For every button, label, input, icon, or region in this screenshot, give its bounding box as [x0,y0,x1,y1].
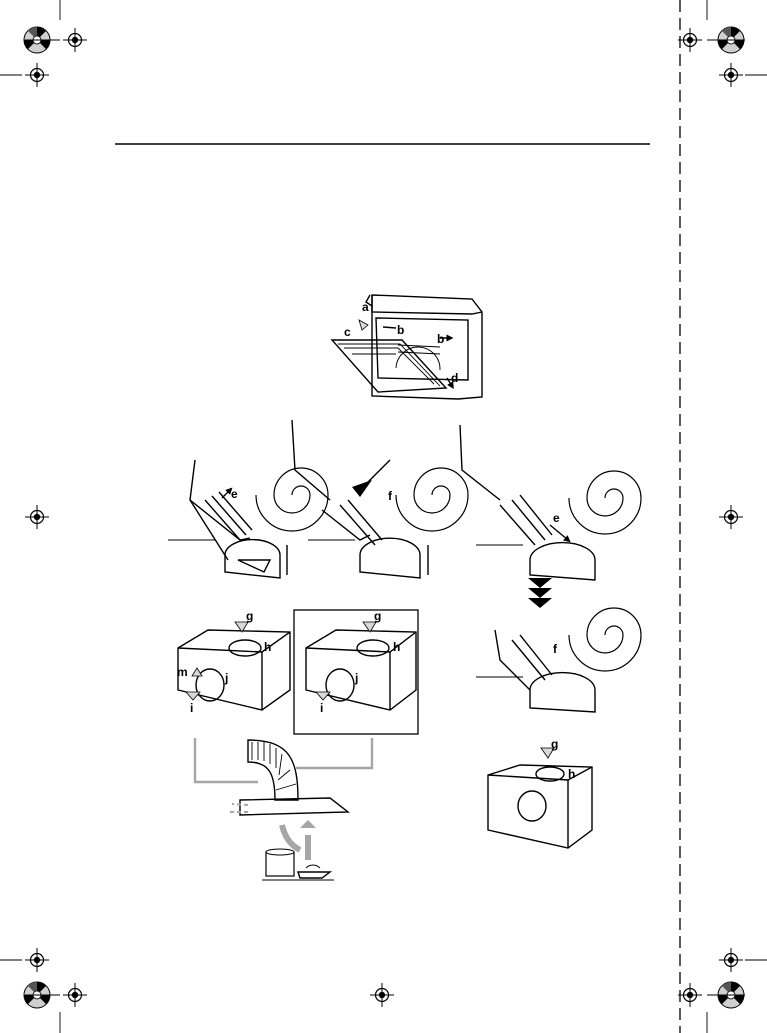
extraction-fan-illustration: g h m i j g h i j [177,609,592,880]
label-m: m [177,665,188,679]
lamp-panel-2: f [292,420,468,578]
label-j: j [224,671,228,685]
label-f: f [388,489,393,503]
label-a: a [362,300,369,314]
fan-box-3: g h [488,737,592,848]
label-d: d [451,371,458,385]
label-c: c [344,325,351,339]
registration-mark-icon [25,948,49,972]
label-e: e [231,487,238,501]
exhaust-duct [230,740,348,860]
cookware-illustration [262,849,334,880]
fan-box-1: g h m i j [177,609,290,715]
registration-mark-icon [63,28,87,52]
label-i: i [190,701,193,715]
registration-mark-icon [370,983,394,1007]
label-e-2: e [553,511,560,525]
registration-mark-icon [719,505,743,529]
registration-mark-icon [25,505,49,529]
label-j-2: j [354,671,358,685]
lamp-panel-4: f [476,608,641,712]
label-h-3: h [568,767,575,781]
label-g-2: g [374,609,381,623]
registration-mark-icon [25,63,49,87]
label-h-2: h [393,640,400,654]
label-i-2: i [320,701,323,715]
hood-illustration: a b c b d [332,295,482,399]
label-g: g [246,609,253,623]
fan-box-2: g h i j [294,609,418,734]
registration-mark-icon [63,983,87,1007]
registration-mark-icon [719,63,743,87]
label-f-2: f [553,642,558,656]
label-b: b [397,323,404,337]
label-g-3: g [551,737,558,751]
registration-mark-icon [719,948,743,972]
registration-mark-icon [678,28,702,52]
connector-right [296,738,372,768]
registration-mark-icon [678,983,702,1007]
label-h: h [264,640,271,654]
lamp-panel-3: e [460,425,641,608]
label-b-2: b [437,332,444,346]
